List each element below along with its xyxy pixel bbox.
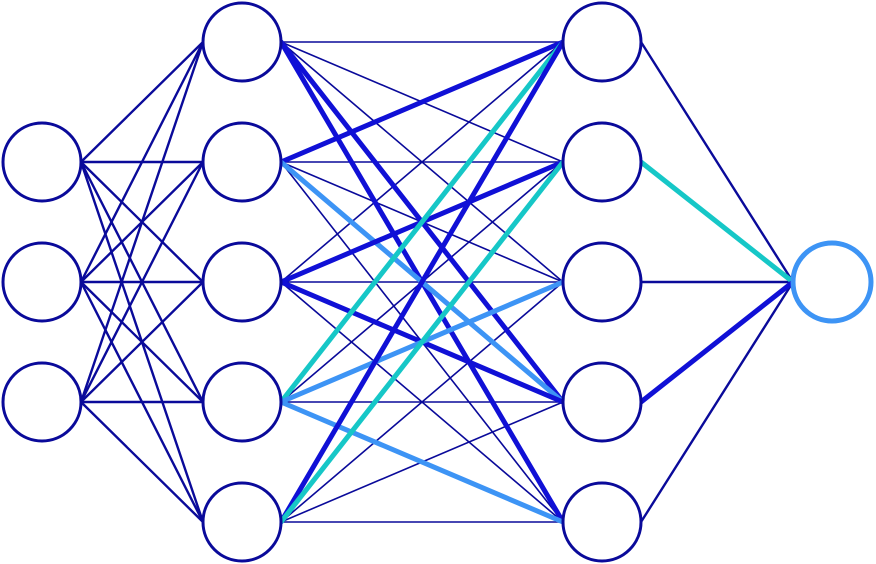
- edge-l1-3-to-l2-4: [278, 399, 566, 525]
- hidden-node-l1-3: [201, 361, 283, 443]
- hidden-node-l1-0: [201, 1, 283, 83]
- edge-l0-2-to-l1-2: [79, 280, 205, 404]
- input-node-l0-0: [1, 121, 83, 203]
- edge-l2-1-to-l3-0: [638, 159, 796, 285]
- edge-l1-2-to-l2-0: [280, 41, 564, 283]
- input-node-l0-1: [1, 241, 83, 323]
- edge-l1-4-to-l2-2: [280, 281, 564, 523]
- hidden-node-l1-4: [201, 481, 283, 563]
- hidden-node-l1-1: [201, 121, 283, 203]
- hidden-node-l2-1: [561, 121, 643, 203]
- hidden-node-l2-4: [561, 481, 643, 563]
- edge-l0-2-to-l1-0: [79, 40, 205, 404]
- edge-l1-1-to-l2-0: [278, 39, 566, 165]
- edge-l2-3-to-l3-0: [638, 279, 796, 405]
- edge-l2-4-to-l3-0: [639, 280, 795, 524]
- edge-l1-3-to-l2-0: [278, 39, 566, 405]
- edge-l1-4-to-l2-0: [278, 39, 566, 525]
- edge-l0-2-to-l1-1: [79, 160, 205, 404]
- edge-l1-4-to-l2-1: [278, 159, 566, 525]
- hidden-node-l2-2: [561, 241, 643, 323]
- edge-l0-2-to-l1-4: [79, 400, 205, 524]
- input-node-l0-2: [1, 361, 83, 443]
- edge-l2-0-to-l3-0: [639, 40, 795, 284]
- output-node-l3-0: [790, 240, 874, 324]
- edge-l0-0-to-l1-0: [79, 40, 205, 164]
- hidden-node-l1-2: [201, 241, 283, 323]
- edge-layer: [79, 39, 796, 525]
- edge-l0-1-to-l1-0: [79, 40, 205, 284]
- hidden-node-l2-3: [561, 361, 643, 443]
- hidden-node-l2-0: [561, 1, 643, 83]
